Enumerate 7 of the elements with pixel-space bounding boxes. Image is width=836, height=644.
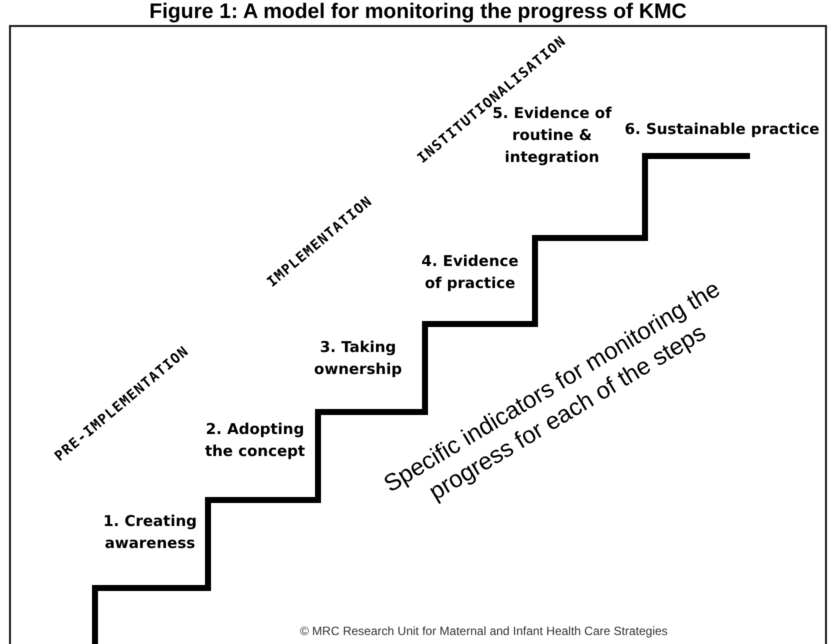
step-label: 3. Taking ownership xyxy=(313,337,403,380)
step-label: 2. Adopting the concept xyxy=(204,419,306,462)
step-label: 6. Sustainable practice xyxy=(624,119,820,140)
figure-title: Figure 1: A model for monitoring the progress of KMC xyxy=(148,0,688,24)
copyright-note: © MRC Research Unit for Maternal and Infant Health Care Strategies xyxy=(300,624,668,638)
step-label: 4. Evidence of practice xyxy=(420,251,520,294)
step-label: 1. Creating awareness xyxy=(102,511,198,554)
